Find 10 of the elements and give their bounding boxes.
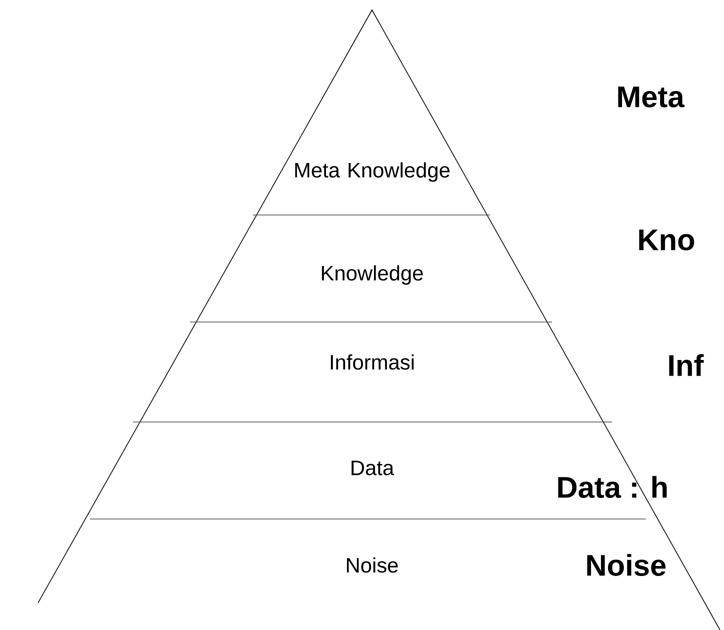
side-label: Inf	[669, 354, 704, 376]
pyramid-level: Meta Knowledge	[295, 162, 450, 182]
side-label: Data : h	[558, 476, 667, 498]
side-label: Meta	[618, 86, 684, 108]
pyramid-level: Informasi	[330, 354, 414, 370]
side-label: Noise	[587, 554, 666, 576]
pyramid-level: Knowledge	[322, 265, 423, 285]
pyramid-level: Data	[352, 460, 394, 476]
pyramid-level: Noise	[346, 557, 398, 573]
side-label: Kno	[639, 230, 694, 250]
